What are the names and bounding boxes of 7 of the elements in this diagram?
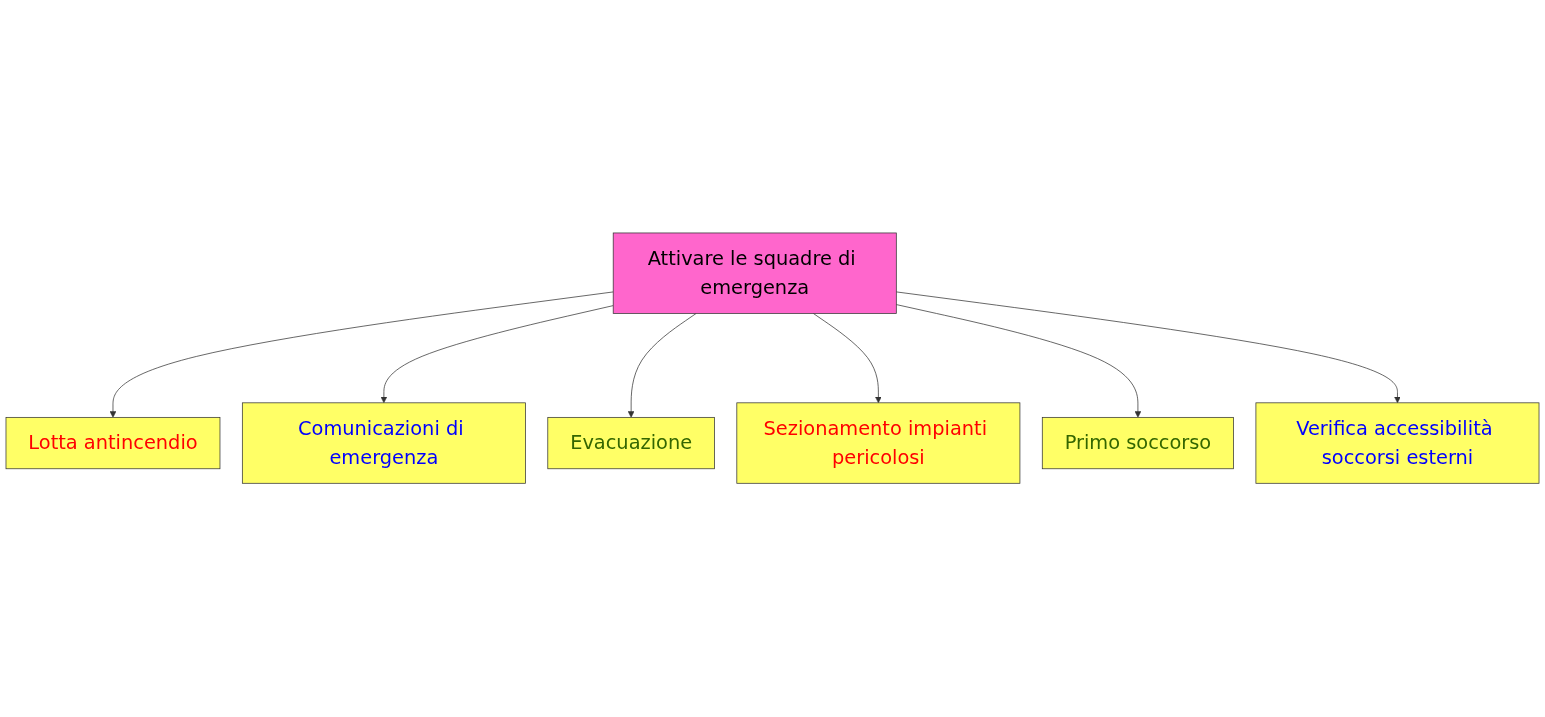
node-box: Evacuazione [547,417,715,470]
node-box: Primo soccorso [1041,417,1234,470]
node-box: Verifica accessibilità soccorsi esterni [1255,402,1540,485]
node-box: Comunicazioni di emergenza [241,402,526,485]
node-box: Lotta antincendio [5,417,221,470]
node-box: Attivare le squadre di emergenza [612,232,897,315]
node-box: Sezionamento impianti pericolosi [736,402,1021,485]
